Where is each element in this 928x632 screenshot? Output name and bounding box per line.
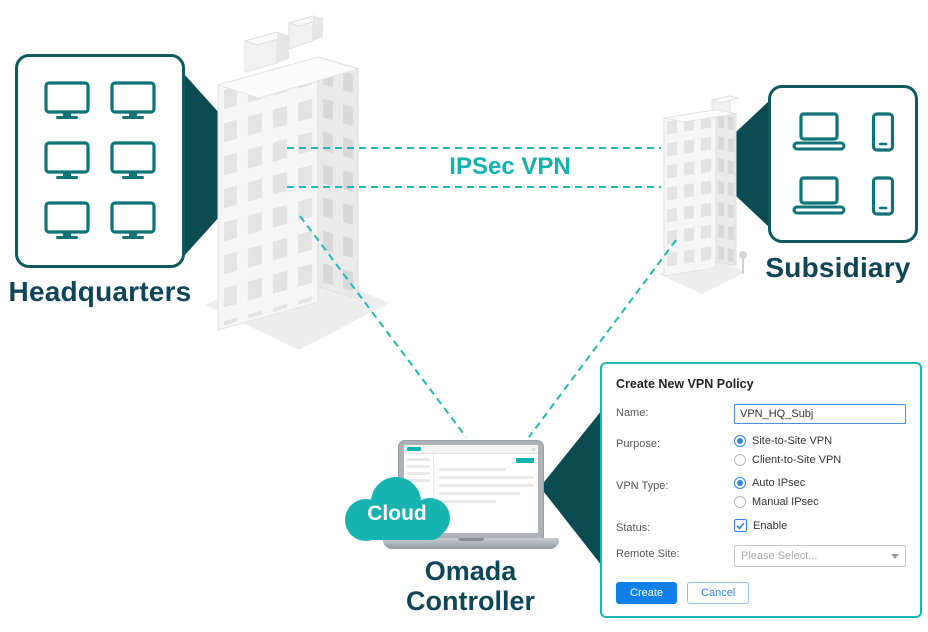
status-label: Status: [616,522,651,534]
create-button[interactable]: Create [616,582,678,604]
controller-laptop-base [383,538,559,549]
form-buttons: Create Cancel [616,582,906,604]
monitor-icon [110,81,156,121]
mini-button [516,458,534,463]
radio-unselected-icon[interactable] [734,454,746,466]
cancel-button[interactable]: Cancel [687,582,750,604]
monitor-icon [110,201,156,241]
monitor-icon [44,81,90,121]
chevron-down-icon [891,553,899,559]
form-title: Create New VPN Policy [616,377,754,391]
name-label: Name: [616,407,649,419]
mini-dot [532,447,535,451]
subsidiary-label: Subsidiary [765,252,911,283]
mini-content [439,458,534,503]
laptop-icon [791,176,847,216]
cloud-label: Cloud [367,502,427,525]
name-row: Name: [616,404,906,424]
checkbox-checked-icon[interactable] [734,519,747,532]
mini-sidebar [404,454,434,533]
subsidiary-devices-box [768,85,918,243]
remote-site-select[interactable]: Please Select... [734,545,906,567]
monitor-icon [44,141,90,181]
purpose-label: Purpose: [616,438,661,450]
omada-controller-line2: Controller [405,586,535,617]
omada-controller-label: Omada Controller [368,556,573,616]
subsidiary-building-illustration [652,88,752,303]
status-row: Status: Enable [616,519,906,534]
omada-controller-line1: Omada [424,556,517,586]
smartphone-icon [871,112,895,152]
laptop-icon [791,112,847,152]
monitor-icon [110,141,156,181]
enable-checkbox-option[interactable]: Enable [734,519,906,532]
monitor-icon [44,201,90,241]
vpn-type-row: VPN Type: Auto IPsec Manual IPsec [616,477,906,508]
radio-label: Auto IPsec [752,477,806,489]
smartphone-icon [871,176,895,216]
mini-logo [407,447,421,451]
radio-client-to-site-vpn[interactable]: Client-to-Site VPN [734,454,906,466]
select-placeholder: Please Select... [741,550,818,562]
ipsec-vpn-label: IPSec VPN [449,153,571,180]
radio-manual-ipsec[interactable]: Manual IPsec [734,496,906,508]
remote-site-label: Remote Site: [616,548,680,560]
radio-unselected-icon[interactable] [734,496,746,508]
radio-auto-ipsec[interactable]: Auto IPsec [734,477,906,489]
radio-label: Site-to-Site VPN [752,435,833,447]
radio-label: Manual IPsec [752,496,819,508]
chimney [243,15,325,73]
cloud-icon [336,468,458,546]
radio-selected-icon[interactable] [734,477,746,489]
mini-topbar [404,445,538,454]
name-input[interactable] [734,404,906,424]
radio-site-to-site-vpn[interactable]: Site-to-Site VPN [734,435,906,447]
headquarters-devices-box [15,54,185,268]
remote-site-row: Remote Site: Please Select... [616,545,906,567]
radio-label: Client-to-Site VPN [752,454,842,466]
purpose-row: Purpose: Site-to-Site VPN Client-to-Site… [616,435,906,466]
vpn-type-label: VPN Type: [616,480,669,492]
checkbox-label: Enable [753,519,788,532]
create-vpn-policy-panel: Create New VPN Policy Name: Purpose: Sit… [600,362,922,618]
headquarters-building-illustration [183,5,393,355]
headquarters-label: Headquarters [8,276,192,307]
radio-selected-icon[interactable] [734,435,746,447]
